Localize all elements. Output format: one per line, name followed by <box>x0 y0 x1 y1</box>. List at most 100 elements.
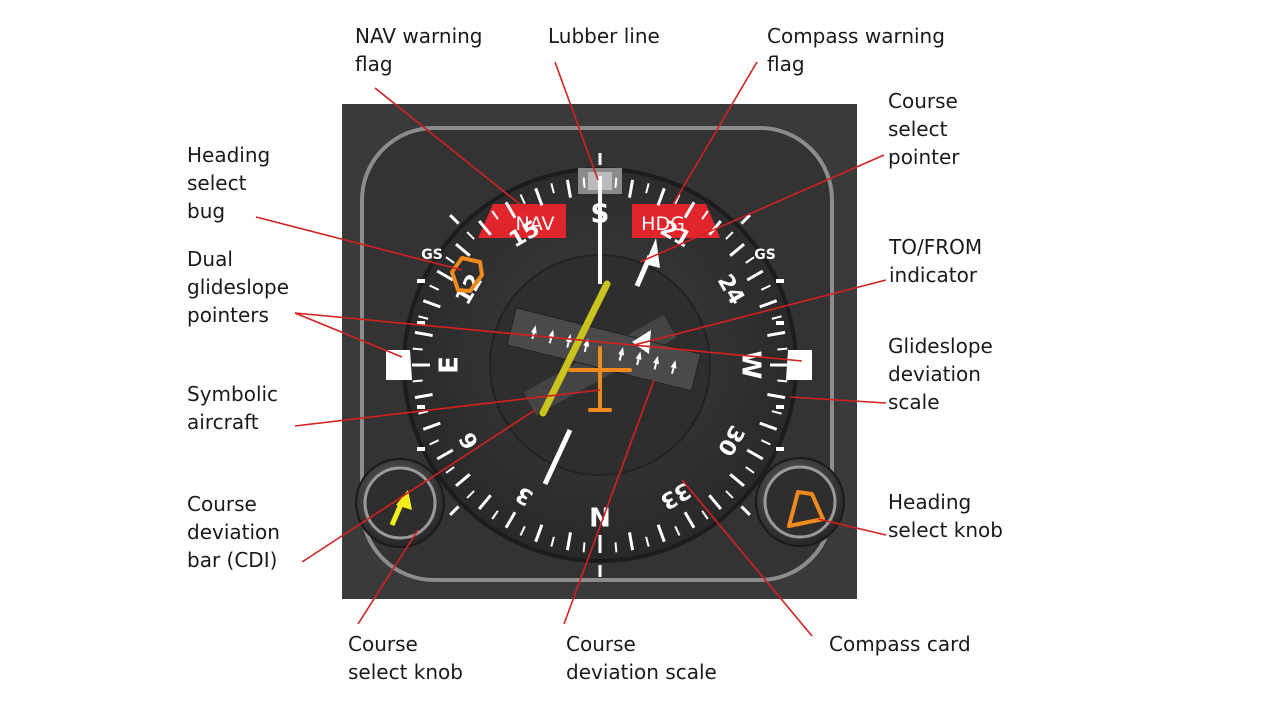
compass-tick <box>422 421 441 431</box>
course-deviation-dot-stem <box>653 363 657 370</box>
callout-compass-warning-flag: Compass warning flag <box>767 24 945 76</box>
compass-tick <box>445 466 455 474</box>
course-deviation-dot <box>670 360 677 369</box>
compass-tick <box>725 231 734 240</box>
compass-tick <box>519 194 526 205</box>
compass-tick <box>455 473 471 487</box>
compass-tick <box>455 243 471 257</box>
compass-card <box>388 153 812 577</box>
compass-tick <box>759 299 778 309</box>
compass-tick <box>429 284 440 291</box>
compass-tick <box>777 347 788 351</box>
compass-tick <box>628 179 635 198</box>
compass-tick <box>550 536 555 547</box>
callout-heading-select-bug: Heading select bug <box>187 143 271 223</box>
course-deviation-dot-stem <box>618 354 623 361</box>
compass-tick <box>656 187 666 206</box>
callout-lubber-line: Lubber line <box>548 24 660 48</box>
compass-tick <box>759 421 778 431</box>
callout-compass-card: Compass card <box>829 632 971 656</box>
compass-tick <box>628 532 635 551</box>
compass-card-label: N <box>589 501 611 531</box>
course-select-pointer <box>634 238 660 287</box>
compass-tick <box>418 410 429 415</box>
bezel-index-mark <box>449 214 460 225</box>
course-deviation-dot-stem <box>636 358 640 366</box>
compass-tick <box>436 269 454 282</box>
course-deviation-dot <box>635 351 642 360</box>
compass-tick <box>414 330 433 337</box>
compass-tick <box>478 494 492 510</box>
gs-label-right: GS <box>754 247 776 263</box>
callout-course-deviation-bar: Course deviation bar (CDI) <box>187 492 280 572</box>
compass-tick <box>729 473 745 487</box>
compass-tick <box>429 439 440 446</box>
course-deviation-dot <box>618 347 625 356</box>
course-deviation-dot-stem <box>548 337 553 344</box>
glideslope-dot <box>776 405 784 409</box>
compass-tick <box>582 542 586 553</box>
compass-tick <box>745 466 755 474</box>
callout-dual-glideslope-pointers: Dual glideslope pointers <box>187 247 290 327</box>
bezel-index-mark <box>449 505 460 516</box>
glideslope-dot <box>776 447 784 451</box>
compass-tick <box>412 347 423 351</box>
glideslope-dot <box>417 279 425 283</box>
callout-course-select-pointer: Course select pointer <box>888 89 960 169</box>
glideslope-dot <box>417 447 425 451</box>
compass-tick <box>683 201 696 219</box>
compass-tick <box>550 183 555 194</box>
callout-heading-select-knob: Heading select knob <box>888 490 1003 542</box>
compass-tick <box>534 187 544 206</box>
compass-tick <box>582 177 586 188</box>
compass-card-label: E <box>435 356 465 374</box>
compass-tick <box>412 379 423 383</box>
compass-tick <box>504 201 517 219</box>
compass-tick <box>746 448 764 461</box>
course-select-knob[interactable] <box>355 458 445 548</box>
compass-warning-flag: HDG <box>632 204 720 238</box>
compass-tick <box>445 256 455 264</box>
compass-tick <box>414 393 433 400</box>
glideslope-dot <box>417 405 425 409</box>
compass-tick <box>614 177 618 188</box>
course-deviation-dot-stem <box>566 341 570 348</box>
compass-tick <box>614 542 618 553</box>
compass-tick <box>422 299 441 309</box>
compass-tick <box>466 231 475 240</box>
compass-tick <box>656 524 666 543</box>
callout-to-from-indicator: TO/FROM indicator <box>889 235 983 287</box>
compass-tick <box>760 284 771 291</box>
to-from-indicator <box>632 330 651 354</box>
symbolic-aircraft <box>568 346 632 412</box>
compass-tick <box>745 256 755 264</box>
callout-symbolic-aircraft: Symbolic aircraft <box>187 382 279 434</box>
nav-warning-flag: NAV <box>478 204 566 238</box>
compass-tick <box>729 243 745 257</box>
callout-glideslope-deviation-scale: Glideslope deviation scale <box>888 334 993 414</box>
course-deviation-dots <box>530 325 677 374</box>
compass-tick <box>777 379 788 383</box>
glideslope-dot <box>776 279 784 283</box>
compass-tick <box>418 315 429 320</box>
leader-lines <box>255 61 887 637</box>
compass-tick <box>725 490 734 499</box>
compass-tick <box>767 393 786 400</box>
glideslope-deviation-scale-right <box>776 279 784 451</box>
heading-select-knob[interactable] <box>755 457 845 547</box>
glideslope-deviation-scale-left <box>417 279 425 451</box>
compass-tick <box>565 179 572 198</box>
compass-tick <box>519 525 526 536</box>
callout-course-select-knob: Course select knob <box>348 632 463 684</box>
compass-tick <box>645 536 650 547</box>
compass-tick <box>674 525 681 536</box>
glideslope-pointer-right <box>786 350 812 380</box>
course-deviation-dot-stem <box>583 345 588 353</box>
course-deviation-dot <box>530 325 537 334</box>
compass-tick <box>645 183 650 194</box>
compass-tick <box>491 510 499 520</box>
course-deviation-dot-stem <box>671 367 675 374</box>
compass-tick <box>771 410 782 415</box>
